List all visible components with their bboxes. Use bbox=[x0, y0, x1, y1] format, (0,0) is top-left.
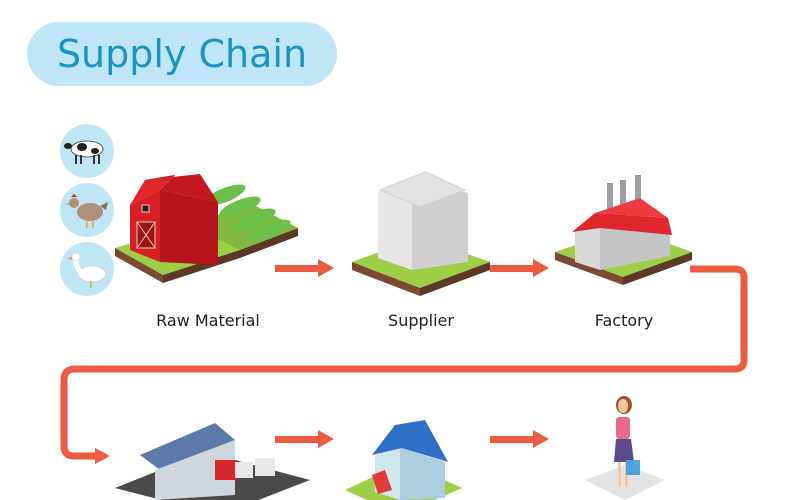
cow-icon bbox=[60, 124, 114, 178]
customer-icon bbox=[585, 396, 665, 500]
flow-arrows bbox=[275, 259, 549, 448]
arrow-right-icon bbox=[275, 259, 334, 277]
arrow-right-icon bbox=[490, 259, 549, 277]
barn-icon bbox=[115, 174, 298, 283]
store-icon bbox=[345, 420, 462, 500]
arrow-right-icon bbox=[490, 430, 549, 448]
stage-label-raw-material: Raw Material bbox=[156, 311, 260, 330]
arrow-right-icon bbox=[275, 430, 334, 448]
office-building-icon bbox=[352, 171, 490, 296]
arrow-right-icon bbox=[95, 448, 110, 464]
connector-path bbox=[60, 265, 748, 460]
warehouse-icon bbox=[115, 423, 310, 500]
title-banner: Supply Chain bbox=[27, 22, 337, 86]
page-title: Supply Chain bbox=[56, 32, 308, 76]
chicken-icon bbox=[60, 183, 114, 237]
factory-icon bbox=[555, 175, 692, 285]
goose-icon bbox=[60, 242, 114, 296]
stage-label-factory: Factory bbox=[594, 311, 654, 330]
stage-label-supplier: Supplier bbox=[388, 311, 454, 330]
